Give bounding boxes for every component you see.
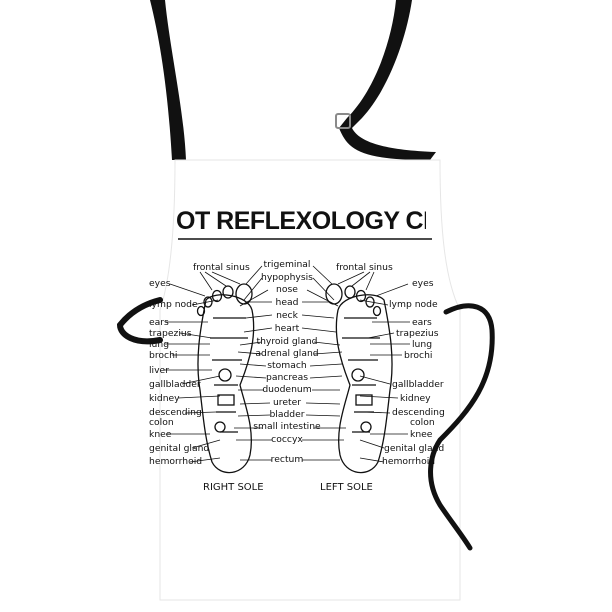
label-hemorrhoid-left: hemorrhoid: [149, 456, 203, 467]
label-gallbladder-right: gallbladder: [392, 379, 444, 390]
label-lung-right: lung: [412, 339, 433, 350]
label-head: head: [275, 297, 299, 308]
label-adrenal-gland: adrenal gland: [255, 348, 319, 359]
label-pancreas: pancreas: [266, 372, 308, 383]
strap-buckle: [335, 113, 351, 129]
label-lung-left: lung: [149, 339, 170, 350]
label-lymp-node-left: lymp node: [149, 299, 198, 310]
label-ears-right: ears: [412, 317, 432, 328]
label-bladder: bladder: [269, 409, 305, 420]
label-heart: heart: [274, 323, 300, 334]
label-brochi-left: brochi: [149, 350, 178, 361]
label-knee-right: knee: [410, 429, 433, 440]
label-ureter: ureter: [272, 397, 302, 408]
label-genital-gland-right: genital gland: [384, 443, 445, 454]
label-ears-left: ears: [149, 317, 169, 328]
label-brochi-right: brochi: [404, 350, 433, 361]
label-eyes-right: eyes: [412, 278, 434, 289]
center-leader-arrows: [234, 265, 346, 461]
label-lymp-node-right: lymp node: [389, 299, 438, 310]
label-descending-left: descending: [149, 407, 202, 418]
label-knee-left: knee: [149, 429, 172, 440]
caption-right-sole: RIGHT SOLE: [203, 482, 264, 493]
right-sole-foot: [196, 283, 255, 474]
label-small-intestine: small intestine: [253, 421, 321, 432]
right-leader-arrows: [337, 271, 410, 463]
label-thyroid-gland: thyroid gland: [256, 336, 318, 347]
label-frontal-sinus-left: frontal sinus: [193, 262, 250, 273]
label-nose: nose: [276, 284, 298, 295]
label-hemorrhoid-right: hemorrhoid: [382, 456, 436, 467]
label-duodenum: duodenum: [262, 384, 312, 395]
label-neck: neck: [276, 310, 298, 321]
label-gallbladder-left: gallbladder: [149, 379, 201, 390]
label-hypophysis: hypophysis: [261, 272, 313, 283]
label-kidney-left: kidney: [149, 393, 180, 404]
label-frontal-sinus-right: frontal sinus: [336, 262, 393, 273]
label-trapezius-left: trapezius: [149, 328, 192, 339]
right-waist-tie: [428, 303, 495, 551]
apron-body: [159, 159, 461, 601]
label-colon-left: colon: [149, 417, 174, 428]
label-eyes-left: eyes: [149, 278, 171, 289]
neck-strap-right: [339, 0, 436, 160]
label-kidney-right: kidney: [400, 393, 431, 404]
left-waist-tie: [116, 297, 163, 345]
label-genital-gland-left: genital gland: [149, 443, 210, 454]
left-leader-arrows: [163, 271, 241, 463]
label-trigeminal: trigeminal: [263, 259, 311, 270]
chart-title: OT REFLEXOLOGY CHA: [176, 207, 426, 235]
label-liver-left: liver: [149, 365, 169, 376]
label-descending-right: descending: [392, 407, 445, 418]
label-rectum: rectum: [270, 454, 304, 465]
label-stomach: stomach: [267, 360, 307, 371]
caption-left-sole: LEFT SOLE: [320, 482, 373, 493]
label-coccyx: coccyx: [271, 434, 303, 445]
label-trapezius-right: trapezius: [396, 328, 439, 339]
neck-strap: [150, 0, 186, 160]
label-colon-right: colon: [410, 417, 435, 428]
